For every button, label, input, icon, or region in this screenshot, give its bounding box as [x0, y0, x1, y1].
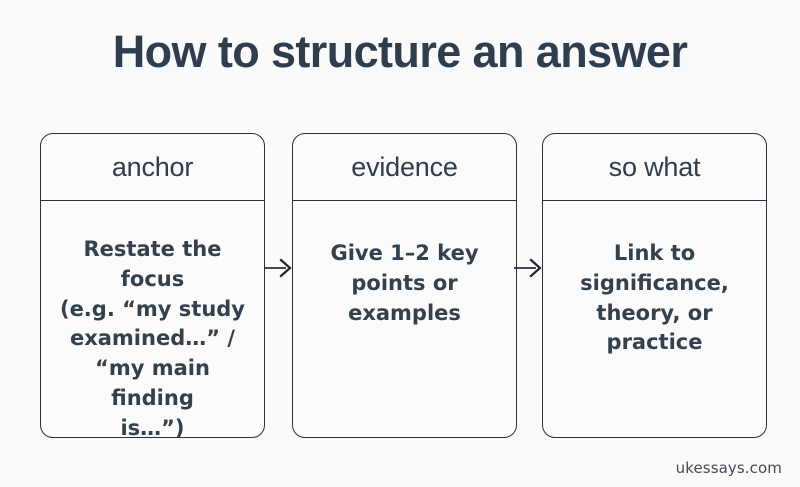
flow-node-evidence-header: evidence	[293, 134, 516, 201]
page-title: How to structure an answer	[112, 26, 688, 77]
arrow-right-icon-anchor-to-evidence	[264, 257, 293, 279]
flow-node-anchor-body-text: Restate the focus (e.g. “my study examin…	[59, 237, 246, 438]
arrow-right-icon-evidence-to-so-what	[514, 257, 543, 279]
flow-node-so-what-header: so what	[543, 134, 766, 201]
process-flow: anchor Restate the focus (e.g. “my study…	[40, 133, 767, 438]
flow-node-anchor[interactable]: anchor Restate the focus (e.g. “my study…	[40, 133, 265, 438]
flow-node-evidence-body-text: Give 1–2 key points or examples	[330, 241, 479, 325]
flow-node-anchor-header: anchor	[41, 134, 264, 201]
flow-node-evidence-body: Give 1–2 key points or examples	[293, 201, 516, 437]
flow-node-anchor-body: Restate the focus (e.g. “my study examin…	[41, 201, 264, 438]
watermark-label: ukessays.com	[675, 459, 782, 477]
flow-node-so-what[interactable]: so what Link to significance, theory, or…	[542, 133, 767, 438]
flow-node-so-what-body: Link to significance, theory, or practic…	[543, 201, 766, 437]
flow-node-evidence[interactable]: evidence Give 1–2 key points or examples	[292, 133, 517, 438]
flow-node-so-what-body-text: Link to significance, theory, or practic…	[580, 241, 729, 355]
